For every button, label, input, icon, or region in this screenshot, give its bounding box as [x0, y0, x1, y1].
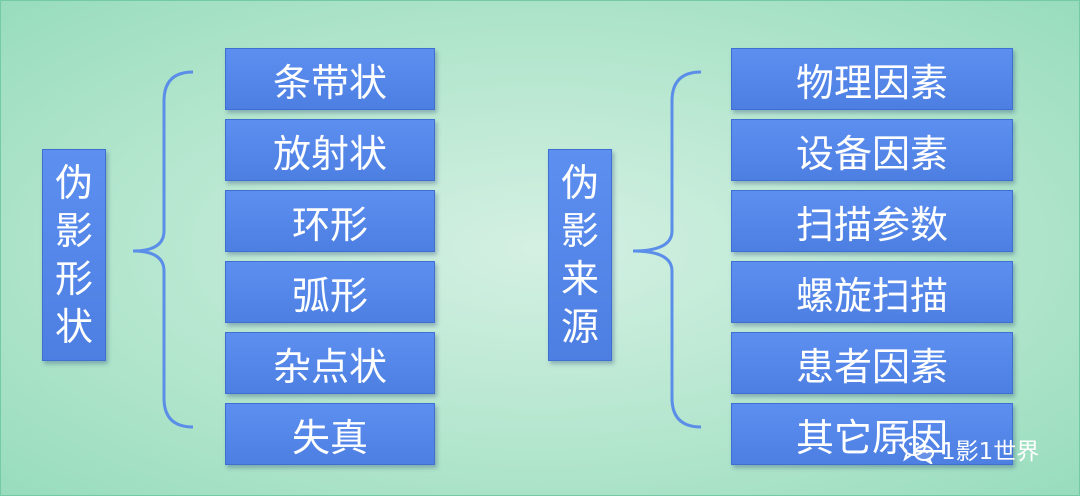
right-item-label: 物理因素: [795, 60, 948, 105]
left-item-label: 环形: [291, 202, 368, 247]
left-item-label: 失真: [291, 415, 368, 460]
right-item-box: 扫描参数: [731, 190, 1013, 252]
left-item-label: 弧形: [291, 273, 368, 318]
left-item-label: 放射状: [272, 131, 387, 176]
right-title-char: 影: [560, 209, 599, 253]
right-item-box: 物理因素: [731, 48, 1013, 110]
right-group-title: 伪 影 来 源: [548, 149, 612, 361]
left-item-label: 杂点状: [272, 344, 387, 389]
left-title-char: 影: [54, 209, 93, 253]
left-item-box: 杂点状: [225, 332, 435, 394]
left-item-box: 环形: [225, 190, 435, 252]
left-title-char: 伪: [54, 161, 93, 205]
left-item-label: 条带状: [272, 60, 387, 105]
right-title-char: 源: [560, 305, 599, 349]
left-group-title: 伪 影 形 状: [42, 149, 106, 361]
right-item-label: 患者因素: [795, 344, 948, 389]
right-item-label: 螺旋扫描: [795, 273, 948, 318]
wechat-icon: [902, 436, 934, 464]
right-item-box: 其它原因: [731, 403, 1013, 465]
left-title-char: 形: [54, 257, 93, 301]
right-item-label: 设备因素: [795, 131, 948, 176]
left-item-box: 条带状: [225, 48, 435, 110]
left-item-box: 弧形: [225, 261, 435, 323]
right-title-char: 来: [560, 257, 599, 301]
right-item-box: 设备因素: [731, 119, 1013, 181]
left-item-box: 失真: [225, 403, 435, 465]
watermark-text: 1影1世界: [941, 439, 1040, 465]
right-item-box: 患者因素: [731, 332, 1013, 394]
left-item-box: 放射状: [225, 119, 435, 181]
right-item-label: 扫描参数: [795, 202, 948, 247]
right-item-box: 螺旋扫描: [731, 261, 1013, 323]
left-title-char: 状: [54, 305, 93, 349]
watermark: 1影1世界: [901, 429, 1039, 469]
right-title-char: 伪: [560, 161, 599, 205]
